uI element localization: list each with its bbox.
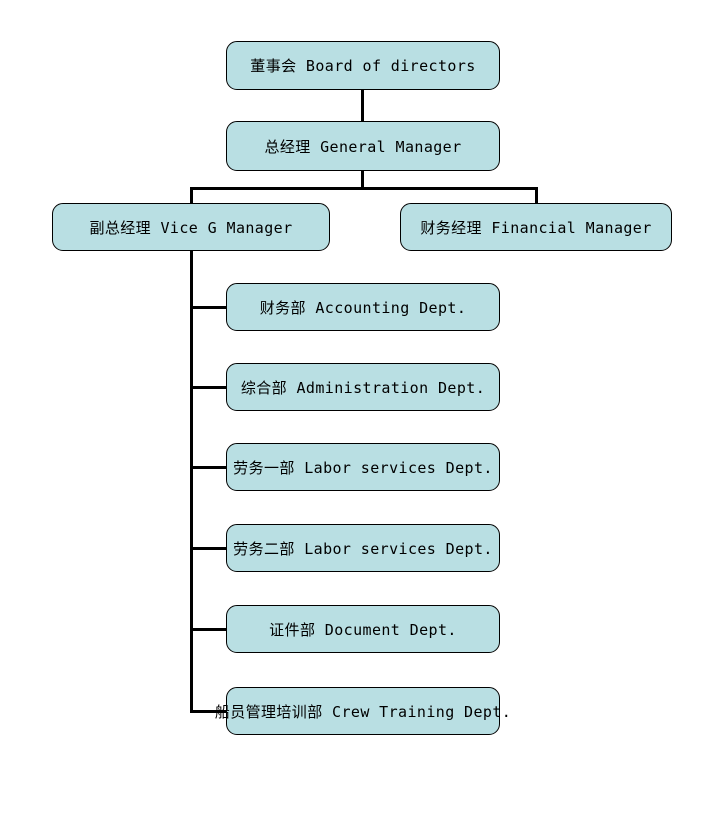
node-board-of-directors-label: 董事会 Board of directors	[250, 57, 476, 75]
node-labor-services-dept-2-label: 劳务二部 Labor services Dept.	[233, 539, 493, 558]
node-vice-general-manager[interactable]: 副总经理 Vice G Manager	[52, 203, 330, 251]
connector-gm-stem	[361, 170, 364, 190]
node-accounting-dept[interactable]: 财务部 Accounting Dept.	[226, 283, 500, 331]
connector-branch-labor1	[190, 466, 228, 469]
node-labor-services-dept-1[interactable]: 劳务一部 Labor services Dept.	[226, 443, 500, 491]
node-document-dept-label: 证件部 Document Dept.	[269, 620, 457, 639]
connector-branch-crew	[190, 710, 228, 713]
node-general-manager[interactable]: 总经理 General Manager	[226, 121, 500, 171]
node-crew-training-dept-label: 船员管理培训部 Crew Training Dept.	[214, 702, 512, 721]
node-crew-training-dept[interactable]: 船员管理培训部 Crew Training Dept.	[215, 687, 511, 735]
node-accounting-dept-label: 财务部 Accounting Dept.	[259, 298, 467, 317]
connector-branch-labor2	[190, 547, 228, 550]
connector-board-to-gm	[361, 89, 364, 122]
connector-bar-to-vgm	[190, 187, 193, 205]
node-financial-manager[interactable]: 财务经理 Financial Manager	[400, 203, 672, 251]
node-document-dept[interactable]: 证件部 Document Dept.	[226, 605, 500, 653]
node-administration-dept[interactable]: 综合部 Administration Dept.	[226, 363, 500, 411]
node-general-manager-label: 总经理 General Manager	[264, 137, 462, 156]
node-administration-dept-label: 综合部 Administration Dept.	[240, 378, 486, 397]
connector-bar-to-fm	[535, 187, 538, 205]
node-labor-services-dept-2[interactable]: 劳务二部 Labor services Dept.	[226, 524, 500, 572]
node-vice-general-manager-label: 副总经理 Vice G Manager	[89, 218, 293, 237]
connector-vgm-spine	[190, 250, 193, 713]
connector-gm-split-bar	[190, 187, 538, 190]
node-labor-services-dept-1-label: 劳务一部 Labor services Dept.	[233, 458, 493, 477]
connector-branch-document	[190, 628, 228, 631]
node-financial-manager-label: 财务经理 Financial Manager	[420, 218, 652, 237]
node-board-of-directors[interactable]: 董事会 Board of directors	[226, 41, 500, 90]
connector-branch-admin	[190, 386, 228, 389]
connector-branch-accounting	[190, 306, 228, 309]
